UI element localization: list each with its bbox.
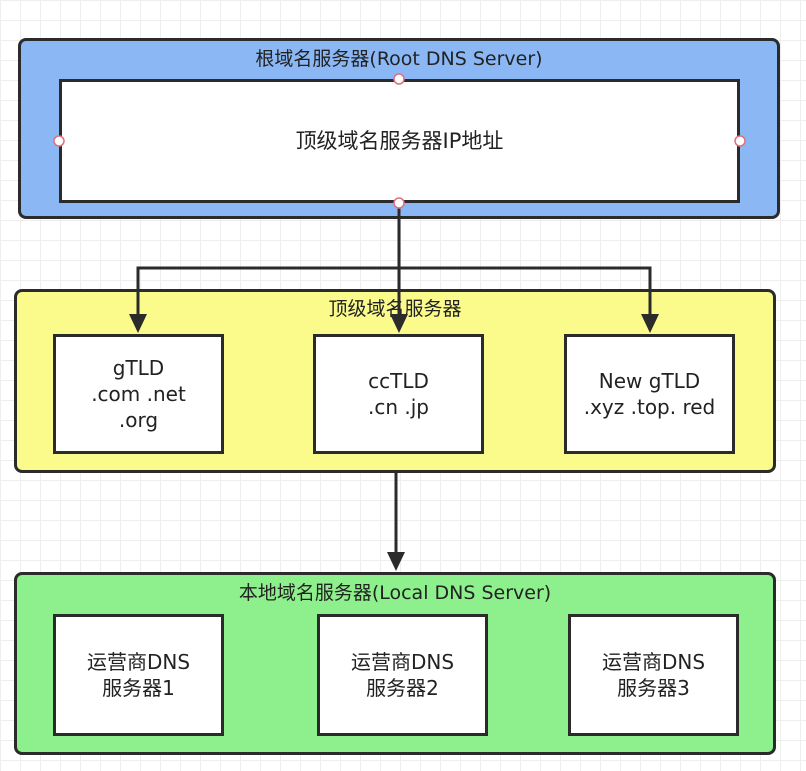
isp-dns-server-3-box[interactable]: 运营商DNS 服务器3 bbox=[568, 614, 739, 736]
gtld-line-3: .org bbox=[118, 408, 159, 432]
new-gtld-box[interactable]: New gTLD .xyz .top. red bbox=[564, 334, 735, 454]
tld-ip-address-label: 顶级域名服务器IP地址 bbox=[295, 129, 504, 153]
cctld-line-1: ccTLD bbox=[368, 369, 429, 393]
cctld-box[interactable]: ccTLD .cn .jp bbox=[313, 334, 484, 454]
isp-dns-1-line-1: 运营商DNS bbox=[86, 650, 191, 674]
isp-dns-server-2-box[interactable]: 运营商DNS 服务器2 bbox=[317, 614, 488, 736]
new-gtld-line-1: New gTLD bbox=[598, 369, 701, 393]
local-dns-title: 本地域名服务器(Local DNS Server) bbox=[238, 582, 552, 604]
tld-ip-address-box[interactable]: 顶级域名服务器IP地址 bbox=[59, 79, 740, 203]
isp-dns-3-line-2: 服务器3 bbox=[617, 676, 690, 700]
gtld-line-2: .com .net bbox=[91, 382, 186, 406]
isp-dns-1-line-2: 服务器1 bbox=[102, 676, 175, 700]
new-gtld-line-2: .xyz .top. red bbox=[583, 395, 716, 419]
cctld-line-2: .cn .jp bbox=[368, 395, 429, 419]
isp-dns-3-line-1: 运营商DNS bbox=[601, 650, 706, 674]
isp-dns-server-1-box[interactable]: 运营商DNS 服务器1 bbox=[53, 614, 224, 736]
isp-dns-2-line-2: 服务器2 bbox=[366, 676, 439, 700]
gtld-line-1: gTLD bbox=[112, 356, 165, 380]
tld-server-title: 顶级域名服务器 bbox=[328, 298, 462, 320]
root-dns-title: 根域名服务器(Root DNS Server) bbox=[255, 48, 543, 70]
isp-dns-2-line-1: 运营商DNS bbox=[350, 650, 455, 674]
gtld-box[interactable]: gTLD .com .net .org bbox=[53, 334, 224, 454]
arrowhead-local bbox=[387, 552, 405, 571]
